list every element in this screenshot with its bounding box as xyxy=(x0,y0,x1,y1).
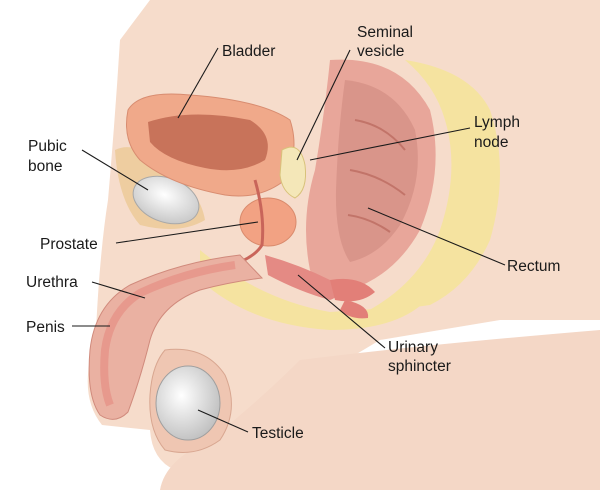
leader-urethra xyxy=(91,281,146,299)
leader-testicle xyxy=(197,409,249,433)
rectum-folds xyxy=(347,119,406,233)
label-bladder: Bladder xyxy=(222,43,275,60)
label-lymph-node-1: Lymph xyxy=(474,114,520,131)
label-urethra: Urethra xyxy=(26,274,78,291)
label-pubic-bone-1: Pubic xyxy=(28,138,67,155)
leader-seminal-vesicle xyxy=(296,49,351,161)
label-seminal-vesicle-2: vesicle xyxy=(357,43,404,60)
leader-bladder xyxy=(177,47,219,119)
label-rectum: Rectum xyxy=(507,258,560,275)
fat-band xyxy=(360,60,500,315)
leader-prostate xyxy=(115,221,259,244)
anal-muscles xyxy=(330,278,375,319)
label-testicle: Testicle xyxy=(252,425,304,442)
label-lymph-node-2: node xyxy=(474,134,508,151)
penis-inner xyxy=(100,261,236,407)
label-seminal-vesicle-1: Seminal xyxy=(357,24,413,41)
seminal-vesicle-shape xyxy=(279,146,306,199)
label-pubic-bone-2: bone xyxy=(28,158,62,175)
prostate-shape xyxy=(239,197,297,247)
label-penis: Penis xyxy=(26,319,65,336)
leader-rectum xyxy=(367,207,506,266)
bladder-lumen xyxy=(148,114,268,171)
lower-body xyxy=(160,330,600,490)
testicle-shape xyxy=(155,365,221,441)
label-urinary-sphincter-2: sphincter xyxy=(388,358,451,375)
leader-pubic-bone xyxy=(81,149,149,191)
label-prostate: Prostate xyxy=(40,236,98,253)
leader-lymph-node xyxy=(309,127,471,161)
label-urinary-sphincter-1: Urinary xyxy=(388,339,438,356)
leader-urinary-sphincter xyxy=(297,274,386,349)
